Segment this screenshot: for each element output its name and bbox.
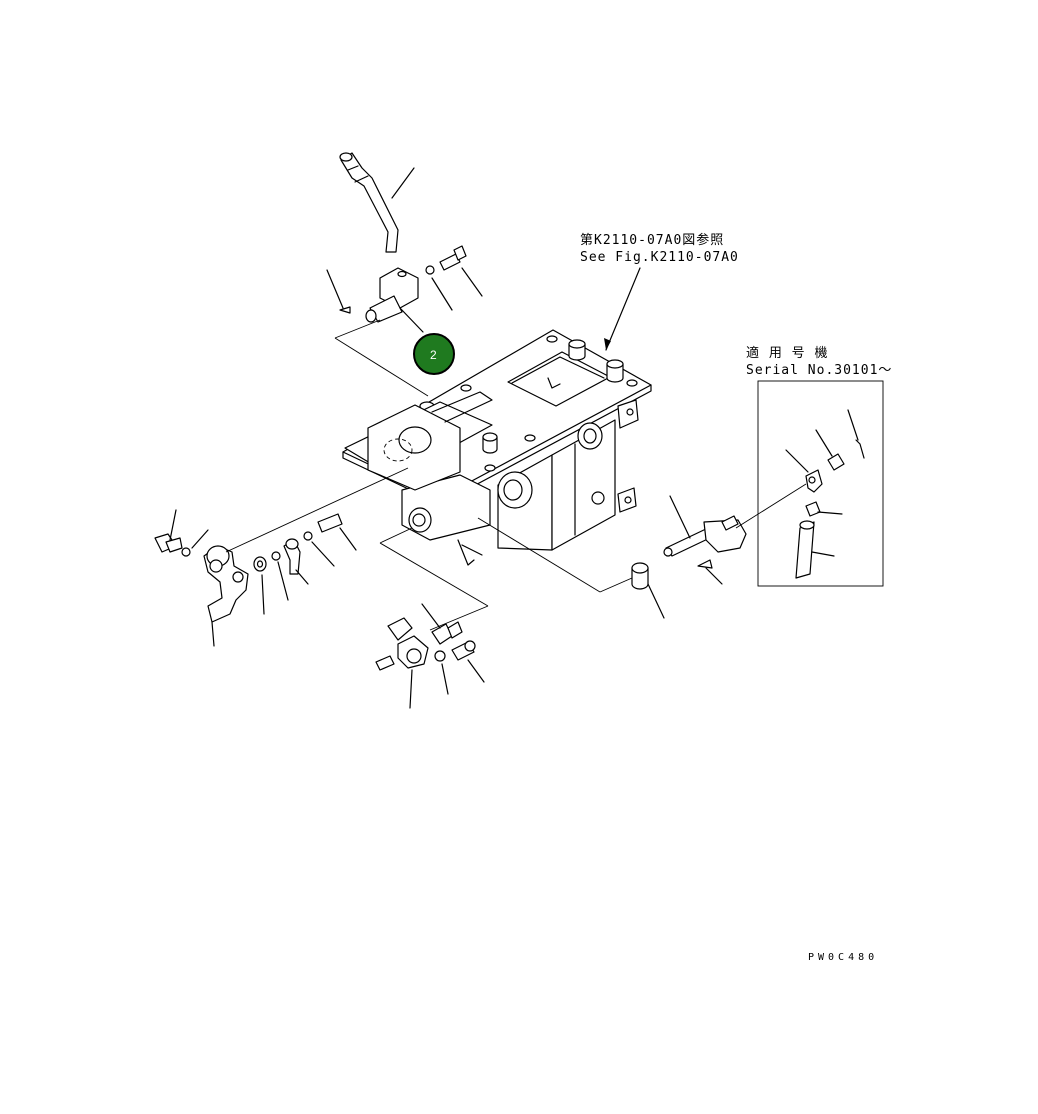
callout-2-label[interactable]: 2 bbox=[430, 348, 437, 362]
callout-2[interactable]: 2 bbox=[413, 333, 455, 375]
reference-leader bbox=[605, 267, 641, 351]
reference-arrowhead bbox=[604, 338, 611, 350]
upper-bracket bbox=[326, 245, 483, 397]
lower-linkage bbox=[375, 527, 489, 709]
reference-note-jp: 第K2110-07A0図参照 bbox=[580, 232, 724, 248]
solenoid-assembly bbox=[344, 391, 493, 491]
upper-lever bbox=[339, 152, 415, 253]
serial-label-en: Serial No.30101～ bbox=[746, 363, 892, 378]
figure-code: PW0C480 bbox=[808, 952, 878, 963]
serial-parts bbox=[785, 409, 865, 579]
left-linkage bbox=[154, 467, 409, 647]
serial-label-jp: 適 用 号 機 bbox=[746, 345, 828, 361]
right-shaft bbox=[477, 483, 807, 619]
serial-box bbox=[757, 380, 884, 587]
callout-2-circle[interactable] bbox=[413, 333, 455, 375]
reference-note-en: See Fig.K2110-07A0 bbox=[580, 250, 739, 265]
